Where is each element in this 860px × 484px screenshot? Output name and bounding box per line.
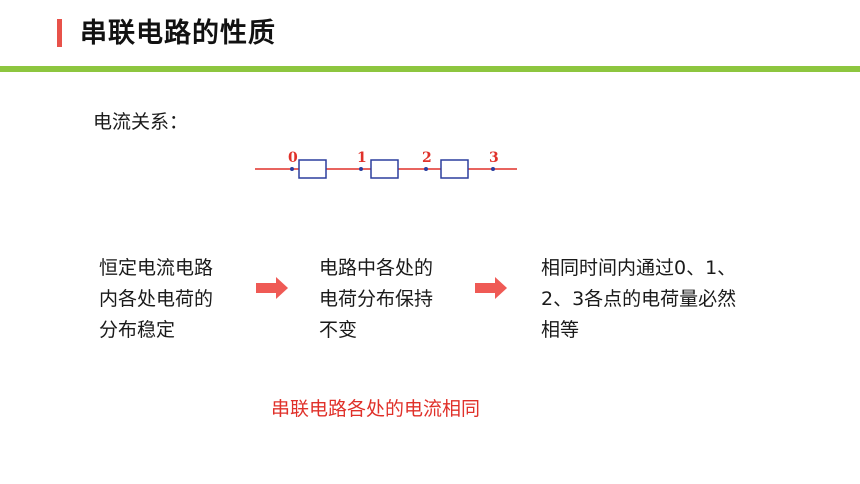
conclusion-text: 串联电路各处的电流相同: [271, 398, 481, 420]
step-3-text: 相同时间内通过0、1、2、3各点的电荷量必然相等: [541, 257, 737, 341]
node-label-3: 3: [489, 150, 499, 166]
arrow-right-icon: [256, 277, 288, 299]
title-accent-bar: [57, 19, 62, 47]
title-divider: [0, 66, 860, 72]
node-dot-2: [424, 167, 428, 171]
node-label-1: 1: [357, 150, 367, 166]
current-relation-label: 电流关系：: [93, 111, 189, 133]
step-1-text: 恒定电流电路内各处电荷的分布稳定: [99, 257, 214, 341]
step-2-text: 电路中各处的电荷分布保持不变: [319, 257, 434, 341]
node-dot-0: [290, 167, 294, 171]
node-label-2: 2: [422, 150, 432, 166]
series-circuit-diagram: 0 1 2 3: [255, 150, 517, 179]
node-dot-3: [491, 167, 495, 171]
node-label-0: 0: [288, 150, 298, 166]
resistor-2: [370, 159, 399, 179]
resistor-3: [440, 159, 469, 179]
resistor-1: [298, 159, 327, 179]
node-dot-1: [359, 167, 363, 171]
arrow-right-icon: [475, 277, 507, 299]
page-title: 串联电路的性质: [80, 18, 276, 49]
